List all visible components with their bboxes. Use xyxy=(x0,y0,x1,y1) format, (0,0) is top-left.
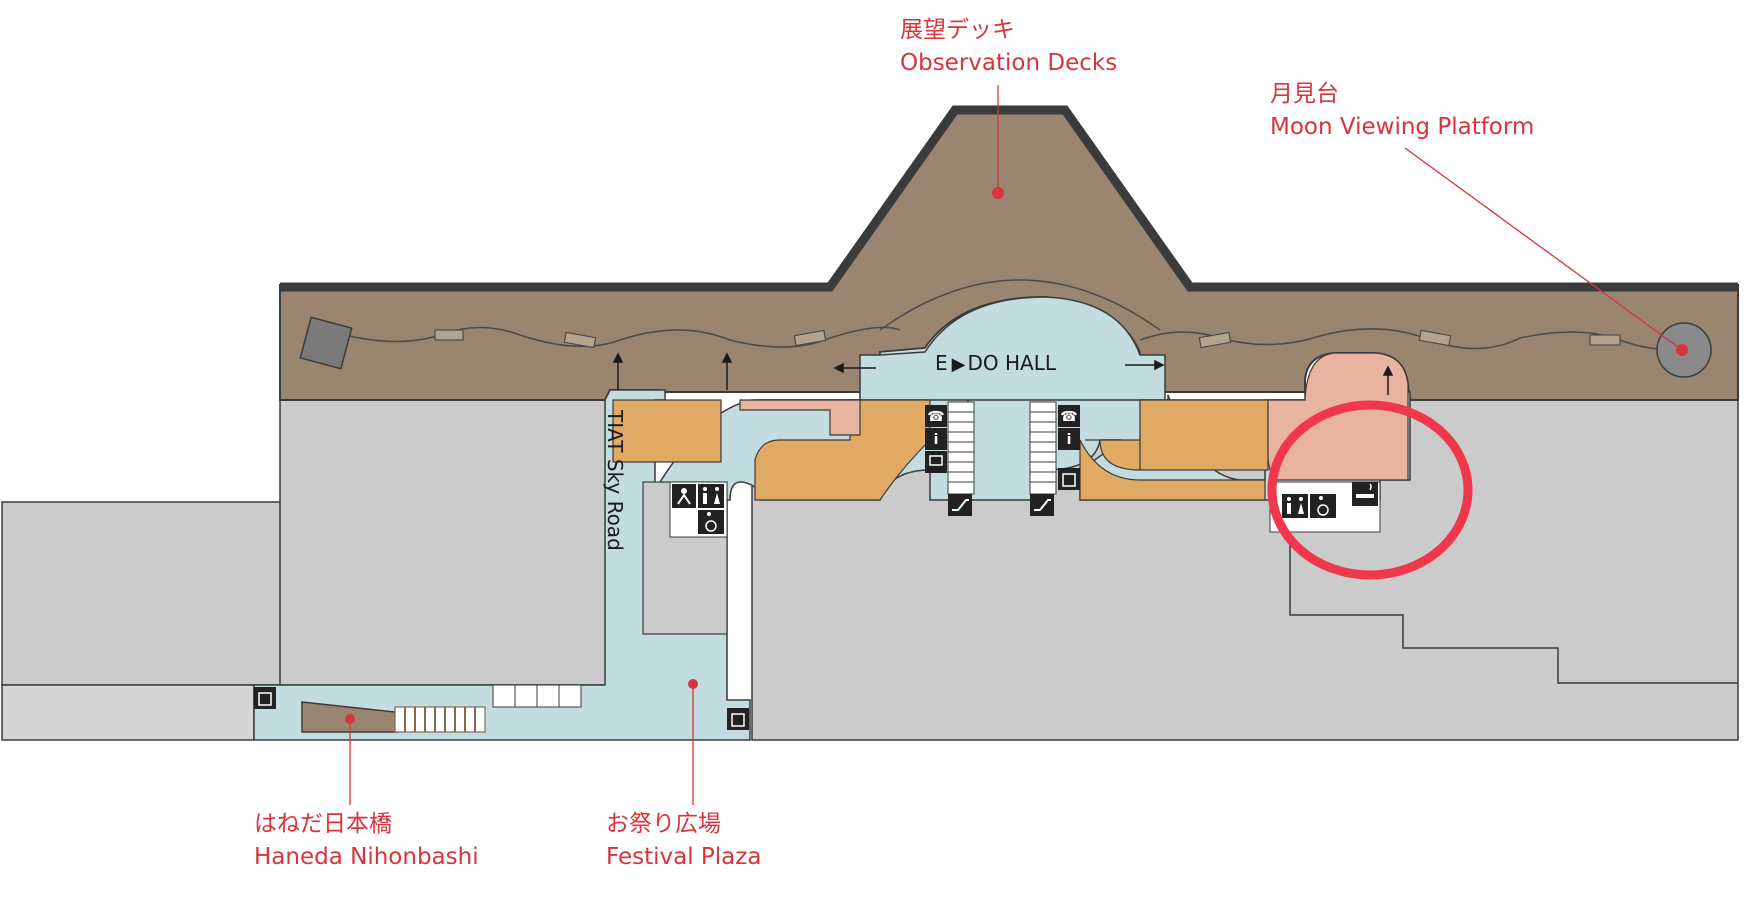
bridge-steps xyxy=(394,706,486,733)
festival-plaza-label: お祭り広場 Festival Plaza xyxy=(606,808,761,874)
observation-decks-ja: 展望デッキ xyxy=(900,17,1015,43)
escalator-right xyxy=(1029,401,1057,495)
telephone-icon: ☎ xyxy=(925,405,947,427)
elevator-icon xyxy=(727,708,749,730)
festival-plaza-ja: お祭り広場 xyxy=(606,811,721,837)
observation-decks-label: 展望デッキ Observation Decks xyxy=(900,14,1117,80)
festival-plaza-en: Festival Plaza xyxy=(606,844,762,870)
wheelchair-icon xyxy=(1310,494,1336,518)
deck-arc xyxy=(879,279,1161,331)
shop-blocks xyxy=(612,399,1269,501)
restaurant-blocks xyxy=(739,352,1409,481)
moon-viewing-label: 月見台 Moon Viewing Platform xyxy=(1270,78,1534,144)
highlight-circle xyxy=(1267,400,1473,580)
plaza-lockers xyxy=(492,684,582,708)
callout-dots xyxy=(345,187,1688,724)
edo-hall-label: E▶DO HALL xyxy=(935,351,1057,375)
deck-upper-border xyxy=(280,105,1738,292)
computer-icon xyxy=(925,451,947,473)
wheelchair-icon xyxy=(698,510,724,534)
svg-text:i: i xyxy=(934,432,939,448)
haneda-nihonbashi-label: はねだ日本橋 Haneda Nihonbashi xyxy=(254,808,479,874)
direction-arrows xyxy=(612,352,1394,395)
restroom-icon xyxy=(698,484,724,508)
svg-text:i: i xyxy=(1067,432,1072,448)
baby-care-icon xyxy=(672,484,696,508)
observation-decks-en: Observation Decks xyxy=(900,50,1118,76)
right-building-outline xyxy=(1289,540,1738,684)
elevator-icon xyxy=(1058,468,1080,490)
svg-text:☎: ☎ xyxy=(1060,409,1077,425)
haneda-nihonbashi-en: Haneda Nihonbashi xyxy=(254,844,479,870)
moon-viewing-en: Moon Viewing Platform xyxy=(1270,114,1535,140)
deck-structure-left xyxy=(299,316,353,370)
escalator-icon xyxy=(948,494,972,516)
moon-viewing-ja: 月見台 xyxy=(1270,81,1339,107)
deck-benches xyxy=(434,329,1621,349)
elevator-icon xyxy=(254,687,276,709)
information-icon: i xyxy=(1058,428,1080,450)
smoking-area-icon xyxy=(1352,482,1378,506)
information-icon: i xyxy=(925,428,947,450)
restroom-icon xyxy=(1282,494,1308,518)
callout-leaders xyxy=(349,85,1683,805)
edo-hall-area xyxy=(859,296,1166,401)
telephone-icon: ☎ xyxy=(1058,405,1080,427)
escalator-icon xyxy=(1030,494,1054,516)
escalator-left xyxy=(947,401,975,495)
svg-text:☎: ☎ xyxy=(927,409,944,425)
sky-road-label: TIAT Sky Road xyxy=(603,409,627,551)
haneda-nihonbashi-ja: はねだ日本橋 xyxy=(254,811,392,837)
